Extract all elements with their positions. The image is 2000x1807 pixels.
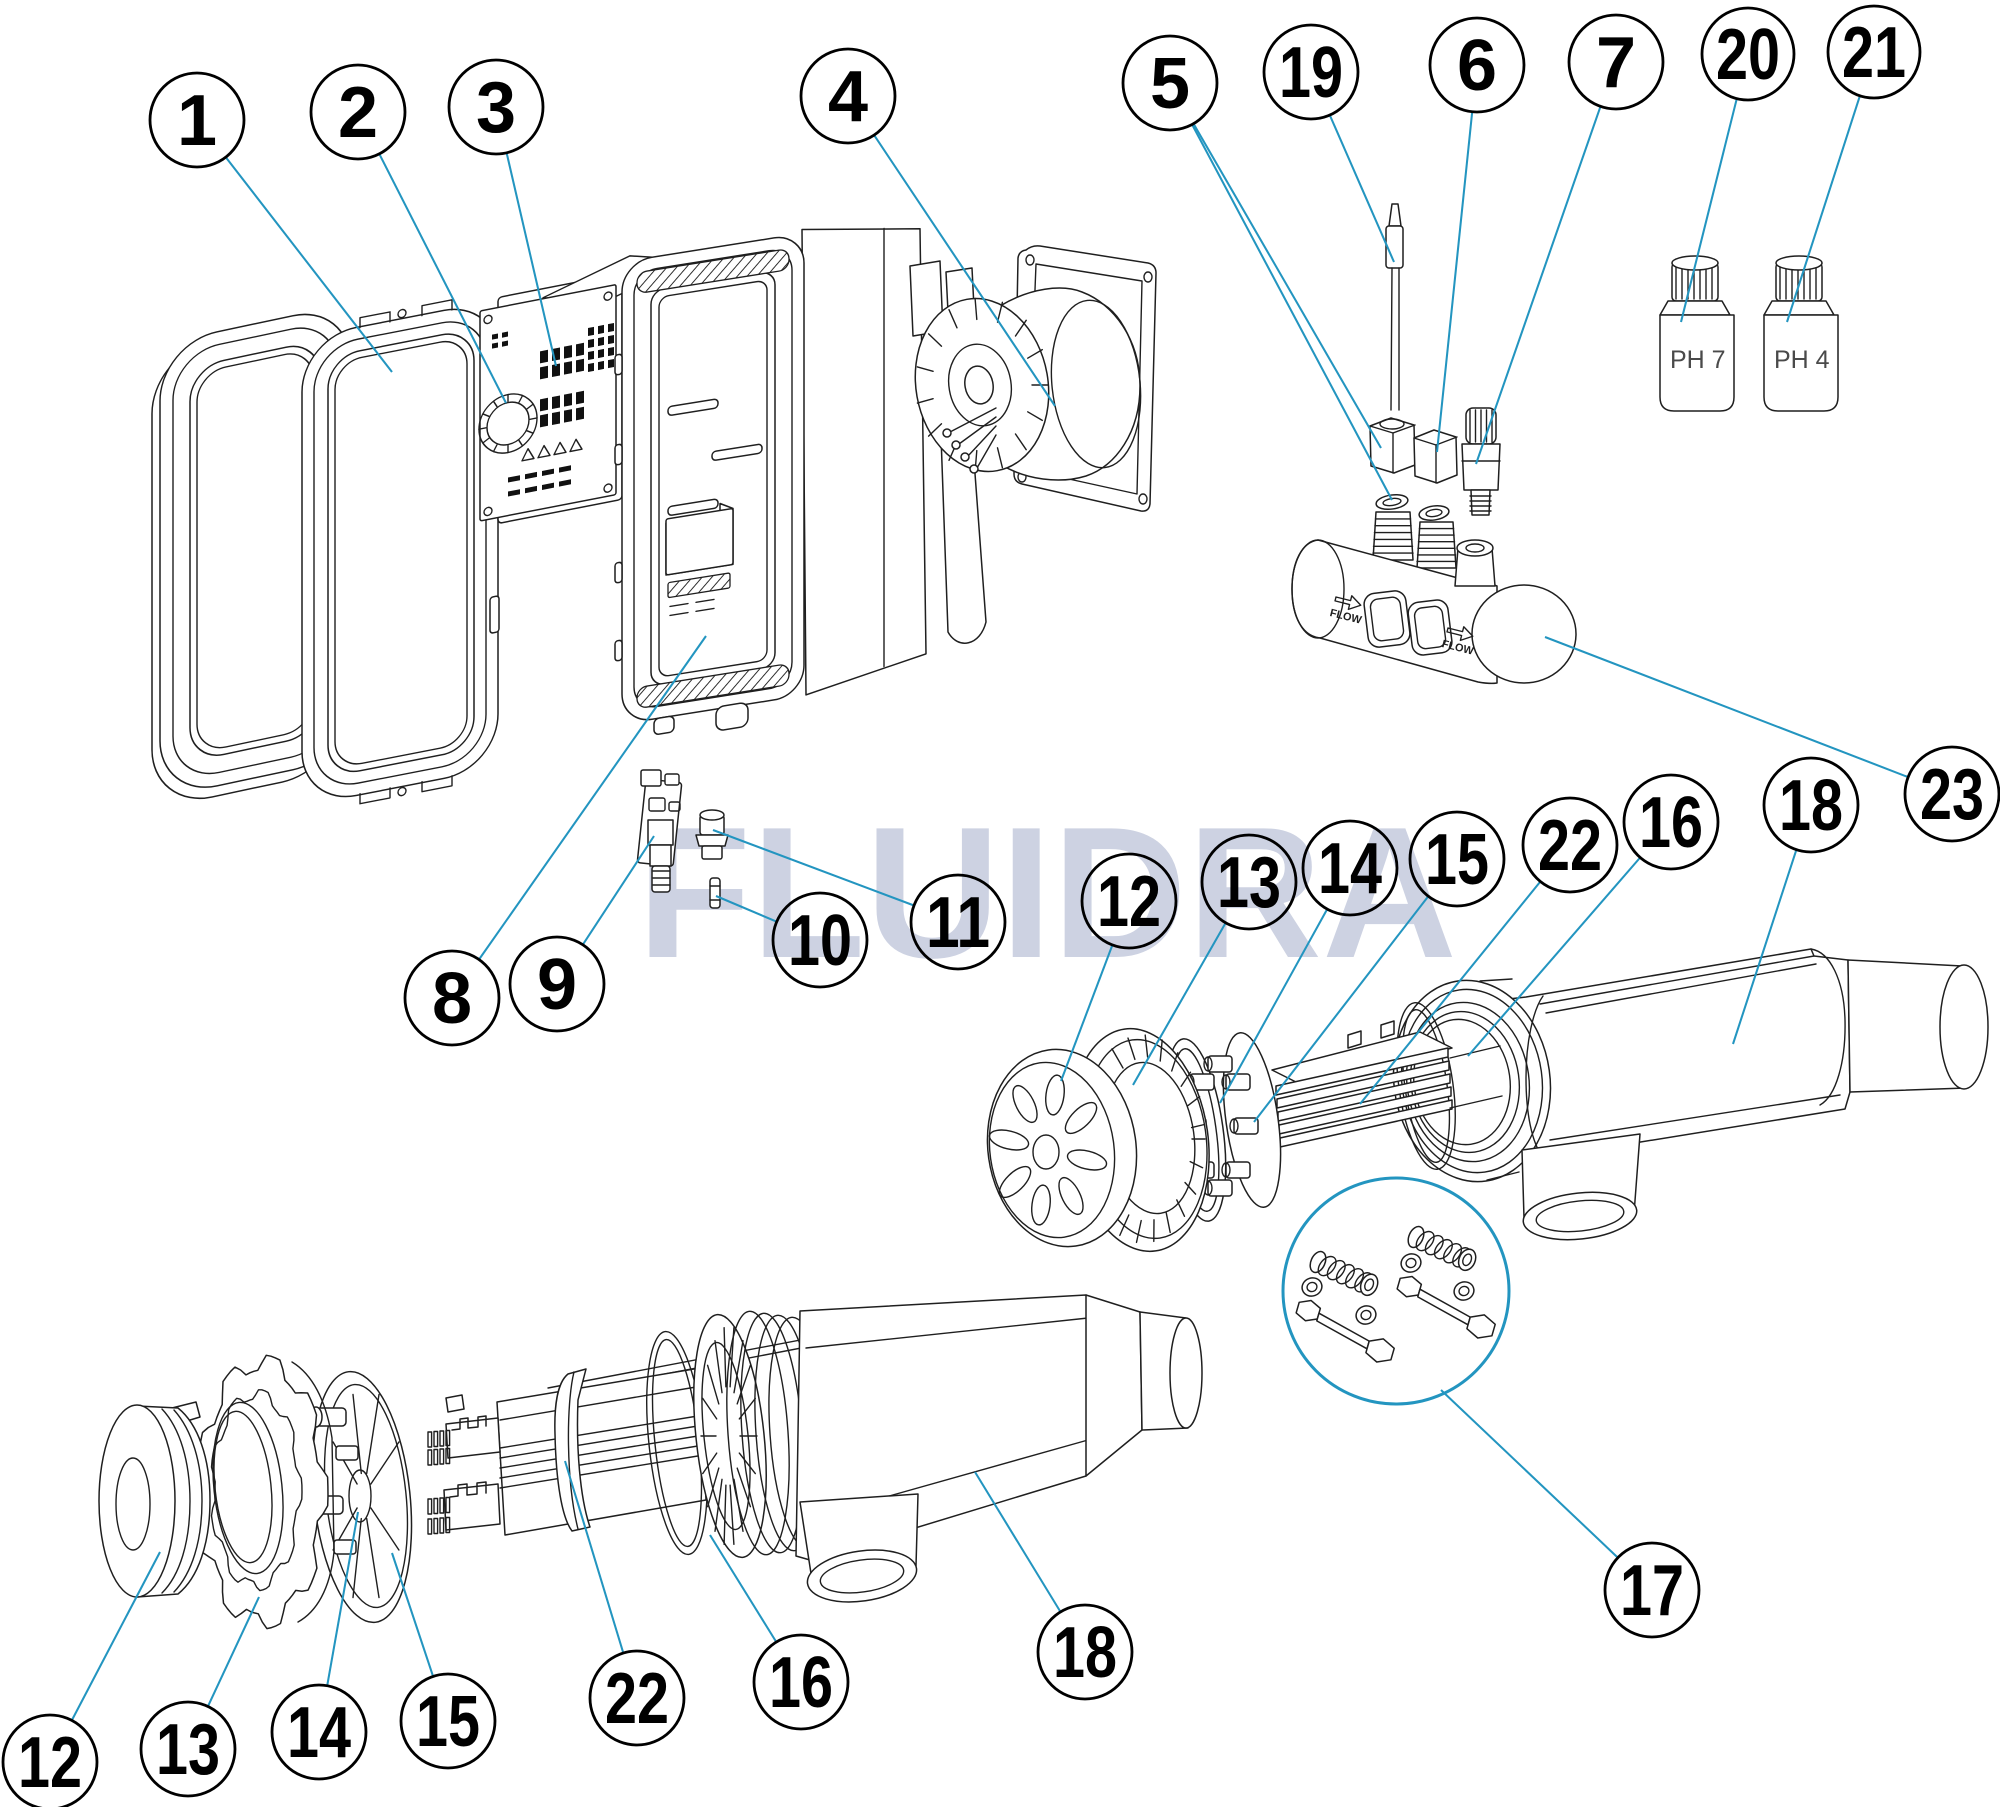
svg-text:8: 8: [432, 959, 472, 1039]
svg-text:21: 21: [1842, 13, 1906, 93]
svg-text:18: 18: [1053, 1613, 1117, 1693]
svg-text:18: 18: [1779, 766, 1843, 846]
svg-text:FLUIDRA: FLUIDRA: [637, 788, 1457, 997]
svg-text:7: 7: [1596, 23, 1636, 103]
svg-text:PH 7: PH 7: [1670, 346, 1726, 374]
svg-text:14: 14: [287, 1693, 351, 1773]
svg-text:17: 17: [1620, 1551, 1684, 1631]
svg-text:11: 11: [926, 883, 990, 963]
svg-text:19: 19: [1279, 33, 1343, 113]
svg-text:16: 16: [769, 1643, 833, 1723]
svg-text:1: 1: [177, 81, 217, 161]
svg-text:12: 12: [18, 1723, 82, 1803]
svg-text:9: 9: [537, 945, 577, 1025]
svg-text:22: 22: [605, 1659, 669, 1739]
svg-text:PH 4: PH 4: [1774, 346, 1830, 374]
svg-text:6: 6: [1457, 26, 1497, 106]
svg-text:2: 2: [338, 73, 378, 153]
svg-text:4: 4: [828, 57, 868, 137]
svg-text:23: 23: [1920, 755, 1984, 835]
svg-text:15: 15: [416, 1682, 480, 1762]
svg-text:13: 13: [1217, 843, 1281, 923]
svg-text:16: 16: [1639, 783, 1703, 863]
svg-text:22: 22: [1538, 806, 1602, 886]
svg-text:5: 5: [1150, 44, 1190, 124]
svg-text:14: 14: [1318, 829, 1382, 909]
svg-text:20: 20: [1716, 15, 1780, 95]
svg-text:13: 13: [156, 1710, 220, 1790]
svg-text:12: 12: [1097, 862, 1161, 942]
svg-text:15: 15: [1425, 820, 1489, 900]
svg-text:10: 10: [788, 901, 852, 981]
svg-text:3: 3: [476, 68, 516, 148]
